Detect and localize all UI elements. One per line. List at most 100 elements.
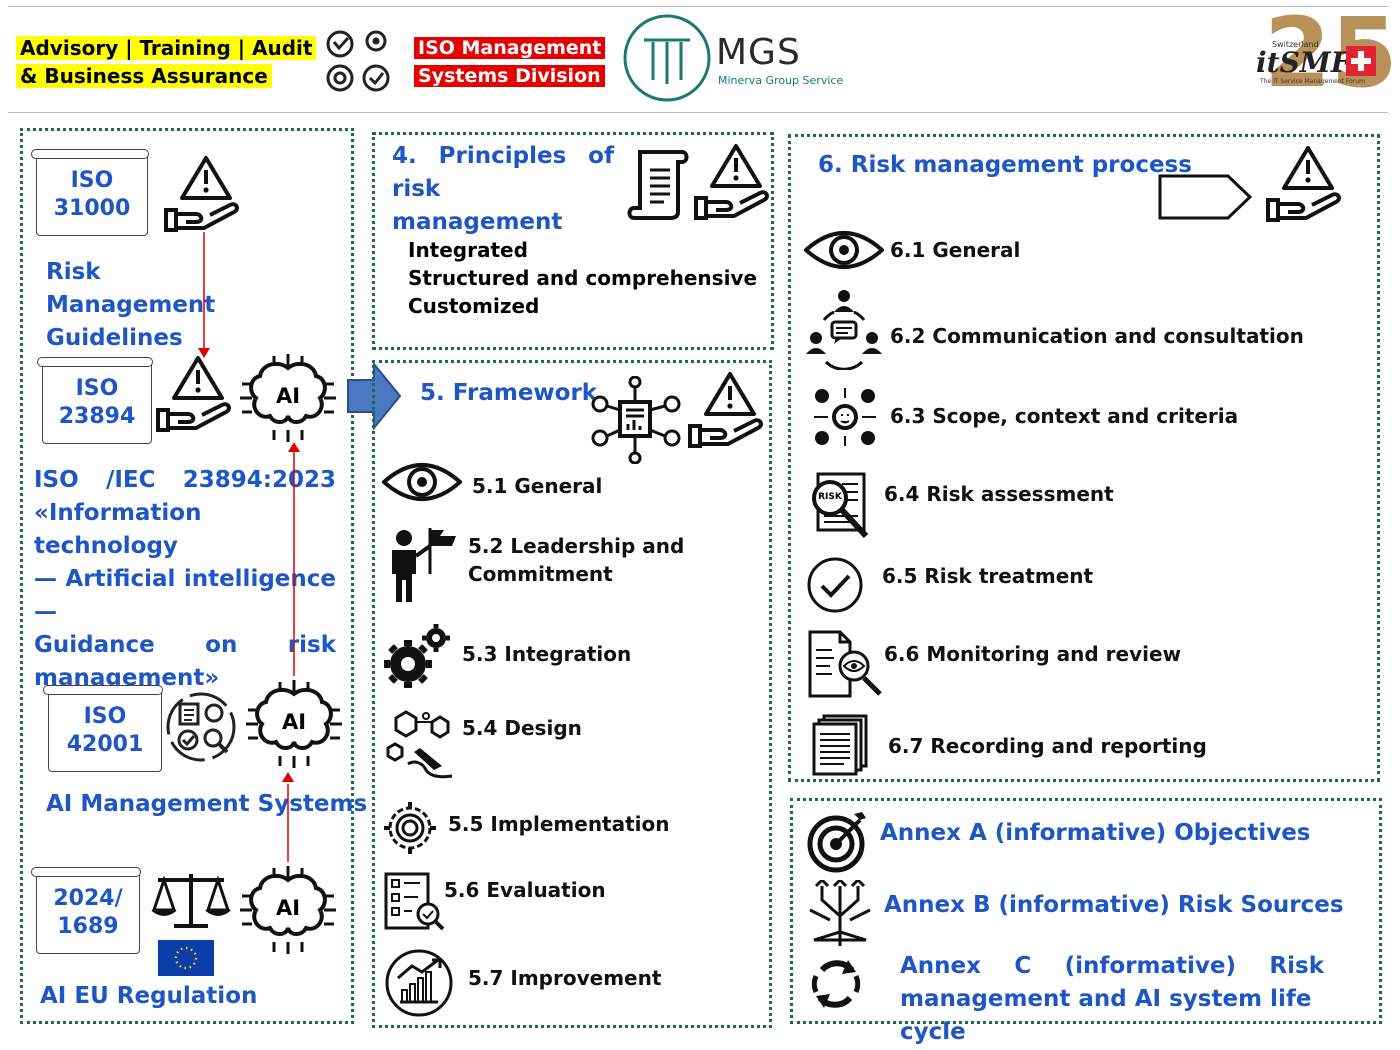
pentagon-arrow-icon: [1158, 174, 1252, 220]
principle-item: Integrated: [408, 238, 528, 262]
iso23894-caption-line3: — Artificial intelligence —: [34, 566, 336, 625]
principle-item: Customized: [408, 294, 540, 318]
itsmf-logo: 25 Switzerland itSMF The IT Service Mana…: [1254, 0, 1398, 108]
scales-icon: [151, 874, 231, 928]
framework-title: 5. Framework: [420, 380, 598, 406]
division-line2: Systems Division: [414, 65, 605, 87]
annex-c-line1: Annex C (informative) Risk: [900, 953, 1324, 979]
eye-icon: [382, 463, 462, 501]
process-item-6-5: 6.5 Risk treatment: [882, 564, 1094, 588]
annex-panel: [790, 798, 1382, 1024]
framework-item-5-4: 5.4 Design: [462, 716, 582, 740]
process-item-6-1: 6.1 General: [890, 238, 1021, 262]
monitoring-review-icon: [808, 630, 882, 698]
itsmf-country: Switzerland: [1272, 40, 1319, 49]
iso31000-caption: Risk Management Guidelines: [46, 256, 266, 355]
framework-item-5-5: 5.5 Implementation: [448, 812, 670, 836]
iso31000-caption-line2: Guidelines: [46, 325, 183, 351]
eu-flag-icon: [158, 940, 214, 976]
ai-chip-icon: AI: [244, 676, 344, 772]
annex-c-line2: management and AI system life cycle: [900, 986, 1312, 1045]
eu-regulation-scroll: 2024/ 1689: [31, 867, 141, 954]
lifecycle-cycle-icon: [811, 960, 861, 1008]
network-report-icon: [591, 376, 681, 464]
warning-hand-icon: [688, 372, 763, 448]
iso23894-line1: ISO: [75, 376, 119, 401]
framework-item-5-2-line1: 5.2 Leadership and: [468, 534, 685, 558]
ai-label: AI: [275, 384, 301, 408]
itsmf-text: itSMF: [1256, 46, 1351, 79]
ai-chip-icon: AI: [238, 862, 338, 958]
principle-item: Structured and comprehensive: [408, 266, 758, 290]
ai-chip-icon: AI: [238, 350, 338, 446]
design-pencil-icon: [386, 710, 453, 779]
framework-item-5-6: 5.6 Evaluation: [444, 878, 606, 902]
principles-title: 4. Principles of risk management: [392, 140, 614, 239]
principles-list: Integrated Structured and comprehensive …: [408, 236, 757, 320]
principles-panel: [372, 132, 774, 350]
iso23894-caption-line2: «Information technology: [34, 500, 202, 559]
document-scroll-icon: [627, 150, 689, 220]
division-line1: ISO Management: [414, 37, 606, 59]
process-item-6-2: 6.2 Communication and consultation: [890, 324, 1304, 348]
recording-documents-icon: [812, 714, 868, 776]
iso42001-line1: ISO: [83, 704, 127, 729]
process-item-6-7: 6.7 Recording and reporting: [888, 734, 1207, 758]
scope-context-icon: [814, 388, 876, 446]
eu-caption: AI EU Regulation: [40, 983, 258, 1009]
warning-hand-icon: [156, 356, 231, 432]
risk-sources-arrows-icon: [809, 880, 871, 946]
process-item-6-3: 6.3 Scope, context and criteria: [890, 404, 1239, 428]
annex-a: Annex A (informative) Objectives: [880, 820, 1311, 846]
framework-item-5-3: 5.3 Integration: [462, 642, 632, 666]
ai-label: AI: [275, 896, 301, 920]
standards-panel: [20, 128, 354, 1024]
evaluation-checklist-icon: [384, 872, 445, 931]
iso23894-scroll: ISO 23894: [37, 357, 153, 444]
framework-item-5-7: 5.7 Improvement: [468, 966, 662, 990]
iso42001-caption: AI Management Systems: [46, 791, 368, 817]
mgs-logo-text: MGS: [716, 32, 801, 73]
iso42001-scroll: ISO 42001: [43, 685, 163, 772]
framework-panel: [372, 360, 772, 1028]
iso23894-caption-line1: ISO /IEC 23894:2023: [34, 467, 336, 493]
eye-icon: [804, 231, 884, 269]
eu-line2: 1689: [57, 914, 119, 939]
target-icon: [807, 812, 866, 873]
warning-hand-icon: [164, 156, 239, 232]
process-title: 6. Risk management process: [818, 152, 1192, 178]
process-item-6-6: 6.6 Monitoring and review: [884, 642, 1182, 666]
itsmf-sub: The IT Service Management Forum: [1260, 78, 1365, 85]
improvement-chart-icon: [385, 949, 453, 1017]
iso31000-line1: ISO: [70, 168, 114, 193]
header-rule: [8, 112, 1388, 113]
management-cycle-icon: [166, 692, 236, 762]
implementation-gear-icon: [384, 802, 436, 854]
division-label: ISO Management Systems Division: [414, 34, 606, 90]
warning-hand-icon: [694, 144, 769, 220]
communication-people-icon: [806, 290, 882, 370]
principles-title-line1: 4. Principles of risk: [392, 143, 614, 202]
iso31000-line2: 31000: [53, 196, 131, 221]
mgs-logo-subtitle: Minerva Group Service: [718, 74, 844, 87]
swiss-cross-icon: [1346, 46, 1376, 76]
warning-hand-icon: [1266, 146, 1341, 222]
top-rule: [8, 6, 1388, 7]
leader-flag-icon: [392, 528, 456, 602]
gear-target-check-icon: [326, 30, 390, 92]
risk-badge-label: RISK: [818, 492, 842, 502]
eu-line1: 2024/: [53, 886, 123, 911]
process-item-6-4: 6.4 Risk assessment: [884, 482, 1114, 506]
mgs-logo-icon: [623, 14, 711, 102]
framework-item-5-2-line2: Commitment: [468, 562, 613, 586]
risk-assessment-icon: RISK: [808, 472, 874, 542]
iso23894-caption: ISO /IEC 23894:2023 «Information technol…: [34, 464, 336, 695]
framework-item-5-1: 5.1 General: [472, 474, 603, 498]
tagline: Advisory | Training | Audit & Business A…: [16, 34, 317, 90]
mgs-logo: MGS Minerva Group Service: [620, 12, 870, 104]
gears-icon: [384, 624, 450, 688]
process-panel: [788, 134, 1380, 782]
iso31000-caption-line1: Risk Management: [46, 259, 216, 318]
iso23894-caption-line4: Guidance on risk: [34, 632, 336, 658]
ai-label: AI: [281, 710, 307, 734]
